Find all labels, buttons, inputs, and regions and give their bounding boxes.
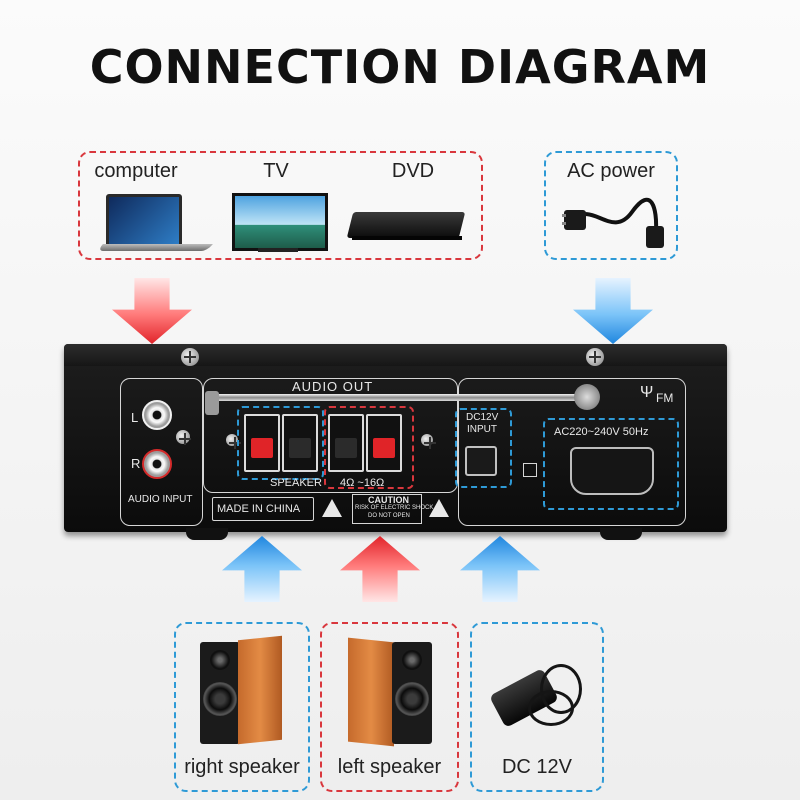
ac-rating-label: AC220~240V 50Hz <box>554 426 649 438</box>
ac-power-label: AC power <box>567 160 655 182</box>
speaker-terminal-left-red[interactable] <box>366 414 402 472</box>
dc-input-jack[interactable] <box>465 446 497 476</box>
left-speaker-label: left speaker <box>337 756 442 778</box>
shock-warning-icon <box>429 499 449 517</box>
channel-r-label: R <box>131 456 141 471</box>
screw-icon <box>181 348 199 366</box>
power-cord-icon <box>562 197 664 248</box>
channel-l-label: L <box>131 410 139 425</box>
dc-input-label-line1: DC12V <box>466 412 499 423</box>
speaker-terminal-right-black[interactable] <box>282 414 318 472</box>
screw-icon <box>586 348 604 366</box>
warning-triangle-icon <box>322 499 342 517</box>
fm-antenna-icon: Ψ <box>640 384 654 401</box>
antenna-base <box>574 384 600 410</box>
caution-line2: DO NOT OPEN <box>368 513 410 519</box>
rca-input-left[interactable] <box>142 400 172 430</box>
dc-adapter-label: DC 12V <box>501 756 573 778</box>
rca-input-right[interactable] <box>142 449 172 479</box>
speaker-terminal-left-black[interactable] <box>328 414 364 472</box>
ac-input-highlight <box>543 418 679 510</box>
audio-out-frame <box>203 378 458 493</box>
speaker-label: SPEAKER <box>270 477 322 489</box>
left-speaker-group <box>320 622 459 792</box>
screw-icon <box>176 430 191 445</box>
dc-adapter-group <box>470 622 604 792</box>
right-speaker-group <box>174 622 310 792</box>
dc-input-highlight <box>455 408 512 488</box>
double-insulation-icon <box>523 463 537 477</box>
antenna-tip <box>205 391 219 415</box>
caution-line1: RISK OF ELECTRIC SHOCK <box>355 505 434 511</box>
ac-power-group <box>544 151 678 260</box>
audio-input-frame <box>120 378 203 526</box>
audio-out-label: AUDIO OUT <box>292 379 374 394</box>
ac-input-socket[interactable] <box>570 447 654 495</box>
speaker-terminal-right-red[interactable] <box>244 414 280 472</box>
right-speaker-label: right speaker <box>184 756 300 778</box>
dc-input-label-line2: INPUT <box>467 424 497 435</box>
made-in-china-label: MADE IN CHINA <box>217 503 301 515</box>
fm-label: FM <box>656 391 674 405</box>
page-title: CONNECTION DIAGRAM <box>89 40 711 94</box>
computer-label: computer <box>94 160 178 182</box>
tv-label: TV <box>263 160 289 182</box>
power-frame <box>458 378 686 526</box>
amp-foot <box>600 528 642 540</box>
screw-icon <box>226 434 241 449</box>
caution-box <box>352 494 422 524</box>
right-speaker-terminals-highlight <box>237 406 324 480</box>
audio-input-label: AUDIO INPUT <box>128 494 193 505</box>
made-in-china-box <box>212 497 314 521</box>
left-speaker-terminals-highlight <box>324 406 414 489</box>
impedance-label: 4Ω ~16Ω <box>340 477 385 489</box>
amp-foot <box>186 528 228 540</box>
fm-antenna <box>212 394 588 401</box>
dvd-label: DVD <box>391 160 435 182</box>
sources-group <box>78 151 483 260</box>
caution-label: CAUTION <box>368 495 409 505</box>
screw-icon <box>421 434 436 449</box>
